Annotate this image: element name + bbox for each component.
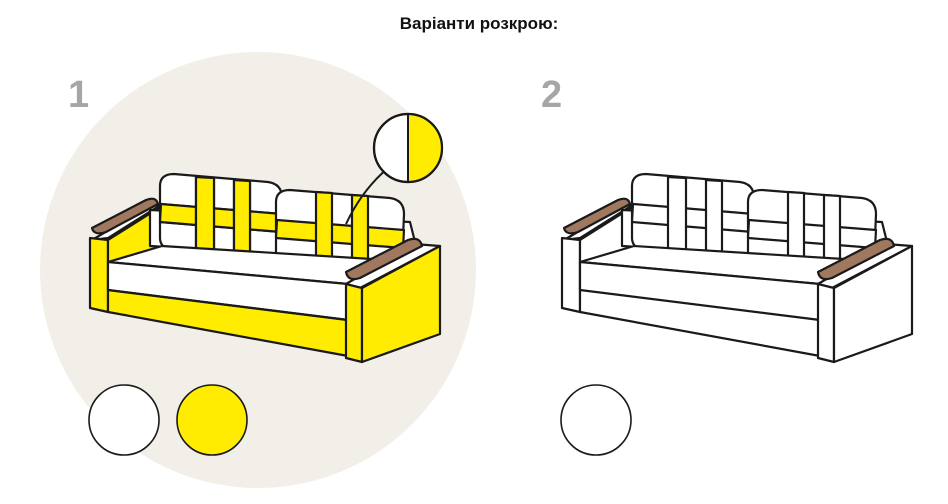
option-1-sofa: [88, 172, 442, 364]
left-armrest-front: [88, 236, 110, 314]
right-armrest-side: [360, 244, 442, 364]
back-cushion-left: [158, 172, 284, 260]
option-2-number: 2: [541, 74, 563, 116]
option-2-swatch-white[interactable]: [560, 384, 632, 456]
page-title: Варіанти розкрою:: [399, 14, 559, 33]
option-1-swatch-white[interactable]: [88, 384, 160, 456]
fabric-zoom-indicator: [372, 112, 444, 184]
left-wood-armrest: [90, 197, 160, 235]
option-1-number: 1: [68, 74, 90, 116]
back-cushion-left: [630, 172, 756, 260]
back-cushion-right: [274, 188, 406, 276]
right-armrest-front: [344, 282, 364, 364]
option-1-swatch-yellow[interactable]: [176, 384, 248, 456]
option-2-sofa: [560, 172, 914, 364]
right-wood-armrest: [344, 237, 424, 281]
